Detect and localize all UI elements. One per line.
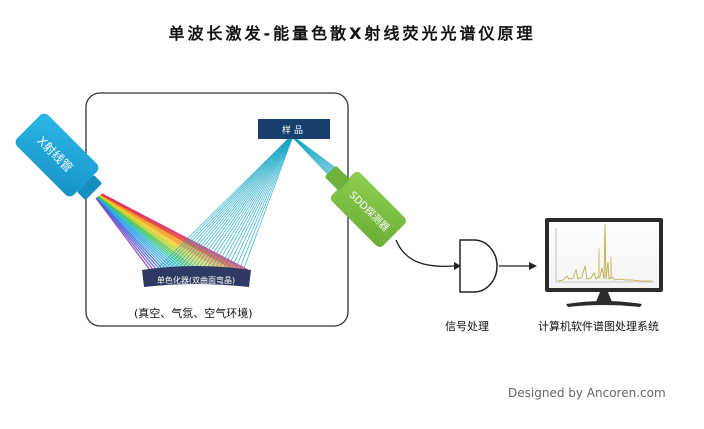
- monochromatic-beam: [186, 138, 290, 269]
- credit-text: Designed by Ancoren.com: [508, 386, 666, 400]
- page-title: 单波长激发-能量色散X射线荧光光谱仪原理: [168, 24, 536, 43]
- monochromatic-beam: [219, 138, 292, 269]
- monochromatic-beam: [169, 138, 289, 269]
- monochromator: 单色化器(双曲面弯晶): [142, 266, 251, 287]
- d-shaped-processor-icon: [459, 239, 498, 293]
- monochromatic-beam: [182, 138, 290, 269]
- incident-beam: [101, 193, 249, 271]
- signal-processing-label: 信号处理: [445, 320, 489, 333]
- monochromatic-beam: [198, 138, 291, 269]
- monochromatic-beam: [190, 138, 290, 269]
- monochromatic-beam: [206, 138, 291, 269]
- monochromatic-beam: [235, 138, 292, 269]
- monochromatic-beam: [223, 138, 292, 269]
- chamber-label: (真空、气氛、空气环境): [134, 307, 253, 320]
- monochromatic-beam: [174, 138, 290, 269]
- monitor-spectrum-icon: [545, 218, 663, 307]
- monochromatic-beam: [165, 138, 289, 269]
- monochromatic-beam: [194, 138, 291, 269]
- monochromatic-beam: [214, 138, 292, 269]
- monochromator-label: 单色化器(双曲面弯晶): [157, 275, 235, 285]
- monochromatic-beam: [161, 138, 289, 269]
- monochromatic-beam: [157, 138, 289, 269]
- monochromatic-beam: [202, 138, 291, 269]
- sample-label: 样品: [282, 124, 306, 136]
- arrowhead: [454, 262, 461, 270]
- sample: 样品: [258, 119, 330, 139]
- monochromatic-beam: [210, 138, 291, 269]
- monochromatic-beam: [239, 138, 293, 269]
- monochromatic-beam: [243, 138, 293, 269]
- arrowhead: [529, 262, 537, 270]
- monochromatic-beam: [231, 138, 292, 269]
- xray-tube: X射线管: [15, 113, 102, 200]
- monochromatic-beams: [157, 138, 293, 269]
- monochromatic-beam: [178, 138, 290, 269]
- monochromatic-beam: [227, 138, 292, 269]
- signal-cable: [395, 239, 455, 268]
- software-label: 计算机软件谱图处理系统: [538, 320, 659, 333]
